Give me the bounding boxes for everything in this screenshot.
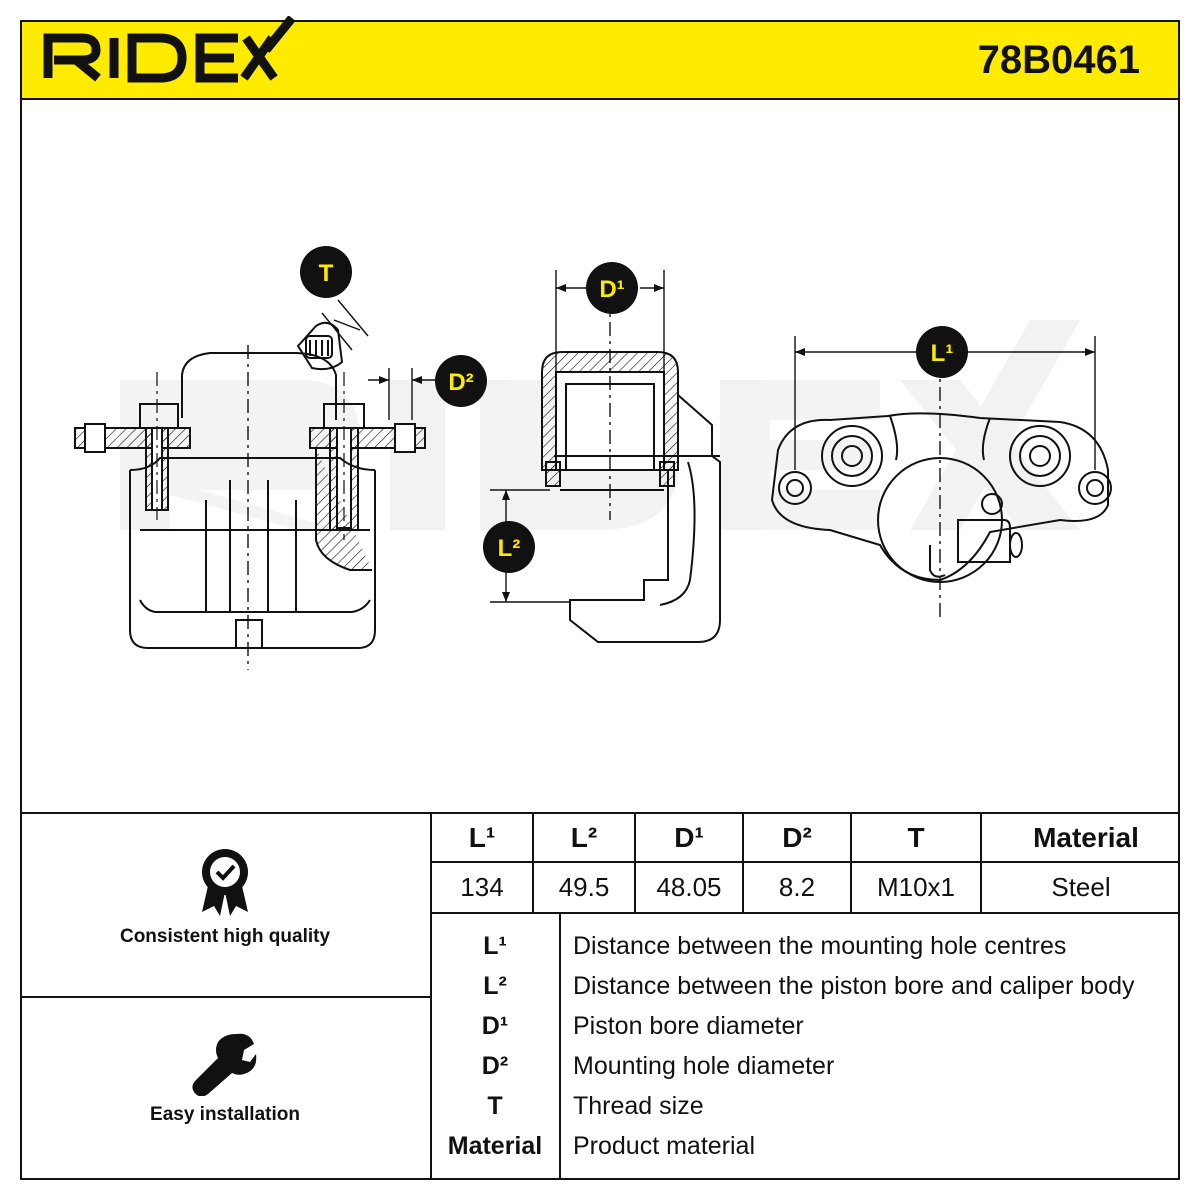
spec-value: 134 — [460, 871, 504, 902]
svg-text:D²: D² — [448, 369, 473, 396]
dimension-arrows — [379, 284, 1095, 602]
callout-l2: L² — [483, 521, 535, 573]
spec-value: 48.05 — [656, 871, 722, 902]
middle-view-section — [541, 295, 721, 643]
callout-d1: D¹ — [586, 262, 638, 314]
spec-col-divider — [634, 812, 636, 912]
spec-value: M10x1 — [876, 871, 956, 902]
legend-key: Material — [447, 1131, 543, 1160]
feature-quality: Consistent high quality — [20, 846, 430, 948]
dimension-l1 — [794, 336, 1096, 470]
spec-header-divider — [430, 861, 1180, 863]
part-number: 78B0461 — [977, 38, 1140, 82]
spec-header: T — [907, 822, 925, 853]
legend-description: Distance between the mounting hole centr… — [573, 931, 1067, 960]
legend-key: L¹ — [483, 931, 507, 960]
legend-description: Piston bore diameter — [573, 1011, 804, 1040]
svg-text:L¹: L¹ — [931, 340, 954, 367]
ridex-logo — [43, 16, 296, 83]
dimension-t — [321, 299, 369, 351]
callout-l1: L¹ — [916, 326, 968, 378]
spec-value: 8.2 — [778, 871, 816, 902]
callout-t: T — [300, 246, 352, 298]
svg-text:T: T — [319, 260, 334, 287]
legend-key: T — [487, 1091, 503, 1120]
legend-description: Mounting hole diameter — [573, 1051, 835, 1080]
legend-description: Product material — [573, 1131, 756, 1160]
wrench-icon — [192, 1033, 257, 1096]
spec-table-divider — [430, 912, 1180, 914]
spec-value: Steel — [1051, 871, 1111, 902]
section-divider — [20, 812, 1180, 814]
quality-badge-icon — [202, 849, 248, 916]
legend-description: Thread size — [573, 1091, 704, 1120]
spec-value: 49.5 — [558, 871, 610, 902]
spec-col-divider — [742, 812, 744, 912]
svg-text:D¹: D¹ — [599, 276, 624, 303]
legend-divider — [559, 912, 561, 1180]
spec-col-divider — [980, 812, 982, 912]
callout-d2: D² — [435, 355, 487, 407]
legend-key: D² — [481, 1051, 509, 1080]
spec-header: L² — [570, 822, 598, 853]
spec-header: D¹ — [674, 822, 704, 853]
spec-header: D² — [782, 822, 812, 853]
spec-col-divider — [850, 812, 852, 912]
left-view-caliper — [74, 321, 426, 670]
feature-quality-label: Consistent high quality — [119, 926, 331, 947]
feature-installation: Easy installation — [20, 1030, 430, 1126]
spec-header: Material — [1033, 822, 1139, 853]
legend-key: D¹ — [481, 1011, 509, 1040]
svg-text:L²: L² — [498, 535, 521, 562]
right-view-caliper — [770, 360, 1112, 620]
spec-col-divider — [532, 812, 534, 912]
legend-description: Distance between the piston bore and cal… — [573, 971, 1135, 1000]
spec-header: L¹ — [468, 822, 496, 853]
technical-drawing: T D² D¹ L² L¹ — [74, 246, 1112, 670]
legend-key: L² — [483, 971, 507, 1000]
features-row-divider — [20, 996, 432, 998]
feature-installation-label: Easy installation — [150, 1104, 300, 1125]
